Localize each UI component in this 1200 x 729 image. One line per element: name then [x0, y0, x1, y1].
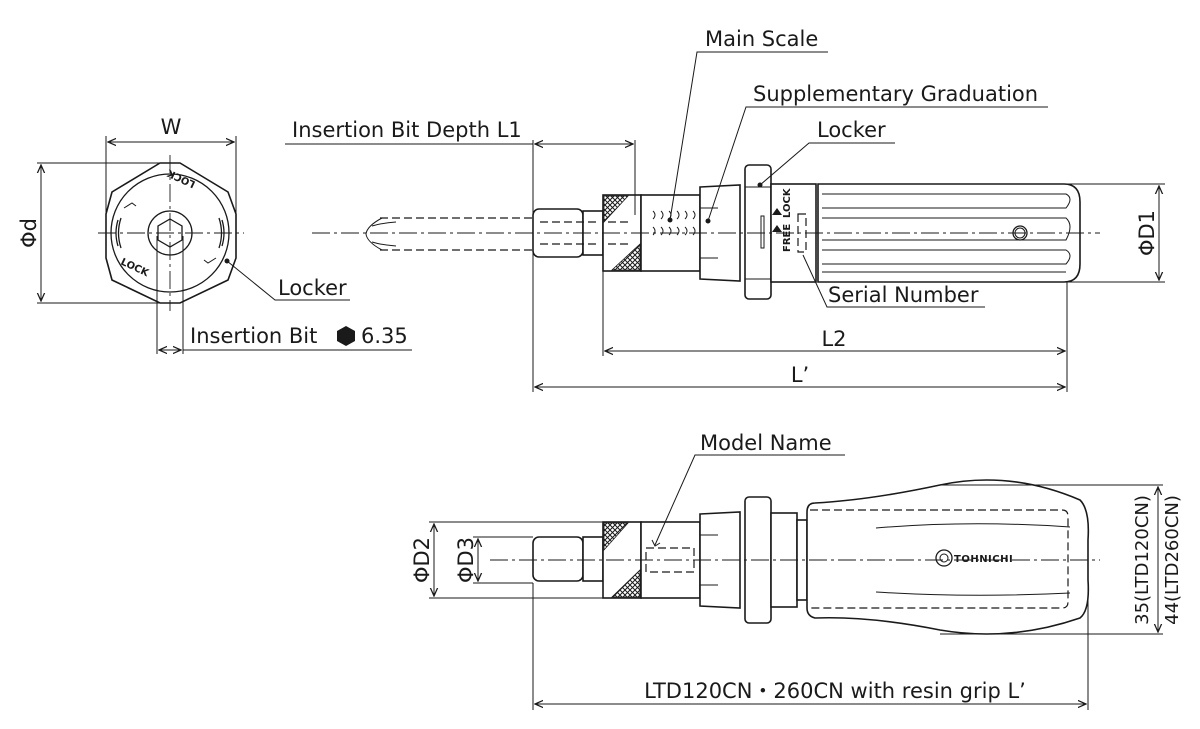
model-name-leader — [654, 454, 845, 546]
insertion-bit-depth-label: Insertion Bit Depth L1 — [292, 118, 522, 142]
lock-marking: LOCK — [782, 187, 793, 218]
hexagon-filled-icon — [337, 326, 355, 346]
tohnichi-logo: TOHNICHI — [935, 549, 1013, 567]
end-view: LOCK LOCK W Φd Locker Insertion Bit 6.35 — [17, 115, 412, 354]
supplementary-graduation-leader — [707, 106, 1048, 222]
resin-grip-view: TOHNICHI Model Name ΦD2 ΦD3 35(LTD120CN)… — [410, 431, 1183, 710]
grip-dim-ltd120: 35(LTD120CN) — [1132, 495, 1153, 625]
resin-socket-nose — [532, 536, 584, 582]
dimension-phi-d3-label: ΦD3 — [454, 537, 478, 583]
lock-arrow-icon — [772, 208, 782, 215]
dimension-l2-label: L2 — [821, 327, 846, 351]
free-arrow-icon — [772, 225, 782, 232]
dimension-l-prime-label: L’ — [791, 363, 809, 387]
phillips-bit-tip — [365, 217, 397, 251]
insertion-bit-size: 6.35 — [361, 324, 408, 348]
serial-number-leader — [802, 254, 985, 308]
side-view: LOCK FREE Insertion Bit Depth L1 Main Sc… — [285, 27, 1165, 392]
locker-leader — [226, 260, 350, 301]
free-marking: FREE — [782, 224, 793, 252]
resin-socket-collar — [582, 536, 604, 582]
insertion-bit-label: Insertion Bit — [190, 324, 317, 348]
model-name-label: Model Name — [700, 431, 832, 455]
side-locker-label: Locker — [817, 118, 886, 142]
grip-dim-ltd260: 44(LTD260CN) — [1162, 495, 1183, 625]
dimension-phi-d-label: Φd — [17, 218, 41, 248]
locker-index-mark — [760, 215, 765, 249]
dimension-phi-d2-label: ΦD2 — [410, 537, 434, 583]
end-view-locker-label: Locker — [278, 276, 347, 300]
resin-supplementary-sleeve — [699, 511, 741, 609]
resin-grip-inner — [810, 509, 1069, 609]
locker-leader-side — [759, 142, 895, 186]
end-view-tab — [123, 202, 137, 209]
tohnichi-logo-text: TOHNICHI — [954, 554, 1013, 565]
dimension-w-label: W — [161, 115, 182, 139]
end-view-tab — [203, 257, 217, 264]
main-scale-label: Main Scale — [705, 27, 818, 51]
tohnichi-logo-icon — [935, 549, 953, 567]
overall-length-label: LTD120CN・260CN with resin grip L’ — [644, 679, 1026, 703]
dimension-phi-d1-label: ΦD1 — [1135, 210, 1159, 256]
insertion-bit-outline — [380, 217, 533, 251]
main-scale-leader — [669, 51, 828, 221]
serial-number-label: Serial Number — [828, 283, 979, 307]
supplementary-graduation-label: Supplementary Graduation — [753, 82, 1038, 106]
